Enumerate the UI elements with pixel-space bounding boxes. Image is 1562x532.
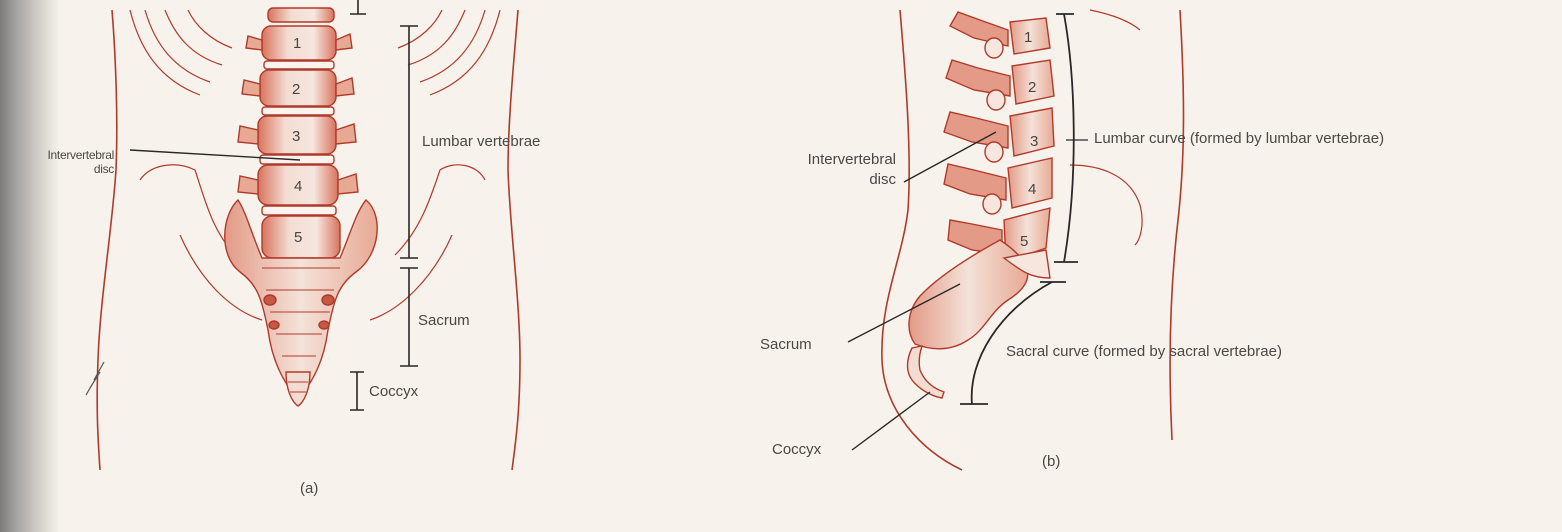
panel-b-caption: (b) xyxy=(1042,453,1060,471)
intervertebral-disc-label-b-line2: disc xyxy=(766,170,896,190)
vertebra-number-a-3: 3 xyxy=(292,128,300,145)
coccyx-bracket-a xyxy=(350,372,364,410)
vertebra-number-b-2: 2 xyxy=(1028,79,1036,96)
coccyx-a xyxy=(286,372,310,406)
spine-column-b xyxy=(908,12,1055,398)
intervertebral-disc-label-a-line2: disc xyxy=(22,162,114,176)
body-outline-right-a xyxy=(508,10,520,470)
lumbar-curve-label: Lumbar curve (formed by lumbar vertebrae… xyxy=(1094,130,1384,148)
body-outline-front-b xyxy=(1170,10,1184,440)
coccyx-b xyxy=(908,346,945,398)
vertebra-number-a-1: 1 xyxy=(293,35,301,52)
vertebra-number-b-1: 1 xyxy=(1024,29,1032,46)
vertebra-number-a-4: 4 xyxy=(294,178,302,195)
body-outline-left-a xyxy=(97,10,117,470)
lumbar-bracket-a xyxy=(400,26,418,258)
spine-column-a xyxy=(225,8,377,406)
sacral-curve-label: Sacral curve (formed by sacral vertebrae… xyxy=(1006,343,1282,361)
vertebra-number-b-3: 3 xyxy=(1030,133,1038,150)
sacrum-bracket-a xyxy=(400,268,418,366)
intervertebral-disc-label-b: Intervertebral disc xyxy=(766,150,896,190)
vertebra-number-b-4: 4 xyxy=(1028,181,1036,198)
vertebra-number-b-5: 5 xyxy=(1020,233,1028,250)
vertebra-number-a-2: 2 xyxy=(292,81,300,98)
coccyx-label-b: Coccyx xyxy=(772,441,821,459)
coccyx-label-a: Coccyx xyxy=(369,383,418,401)
panel-a-caption: (a) xyxy=(300,480,318,498)
vertebra-number-a-5: 5 xyxy=(294,229,302,246)
intervertebral-disc-label-b-line1: Intervertebral xyxy=(766,150,896,170)
intervertebral-disc-label-a-line1: Intervertebral xyxy=(22,148,114,162)
sacrum-label-b: Sacrum xyxy=(760,336,812,354)
bracket-top-stub xyxy=(350,0,366,14)
intervertebral-disc-label-a: Intervertebral disc xyxy=(22,148,114,176)
lumbar-curve-line xyxy=(1054,14,1078,262)
sacrum-label-a: Sacrum xyxy=(418,312,470,330)
lumbar-vertebrae-label: Lumbar vertebrae xyxy=(422,133,540,151)
